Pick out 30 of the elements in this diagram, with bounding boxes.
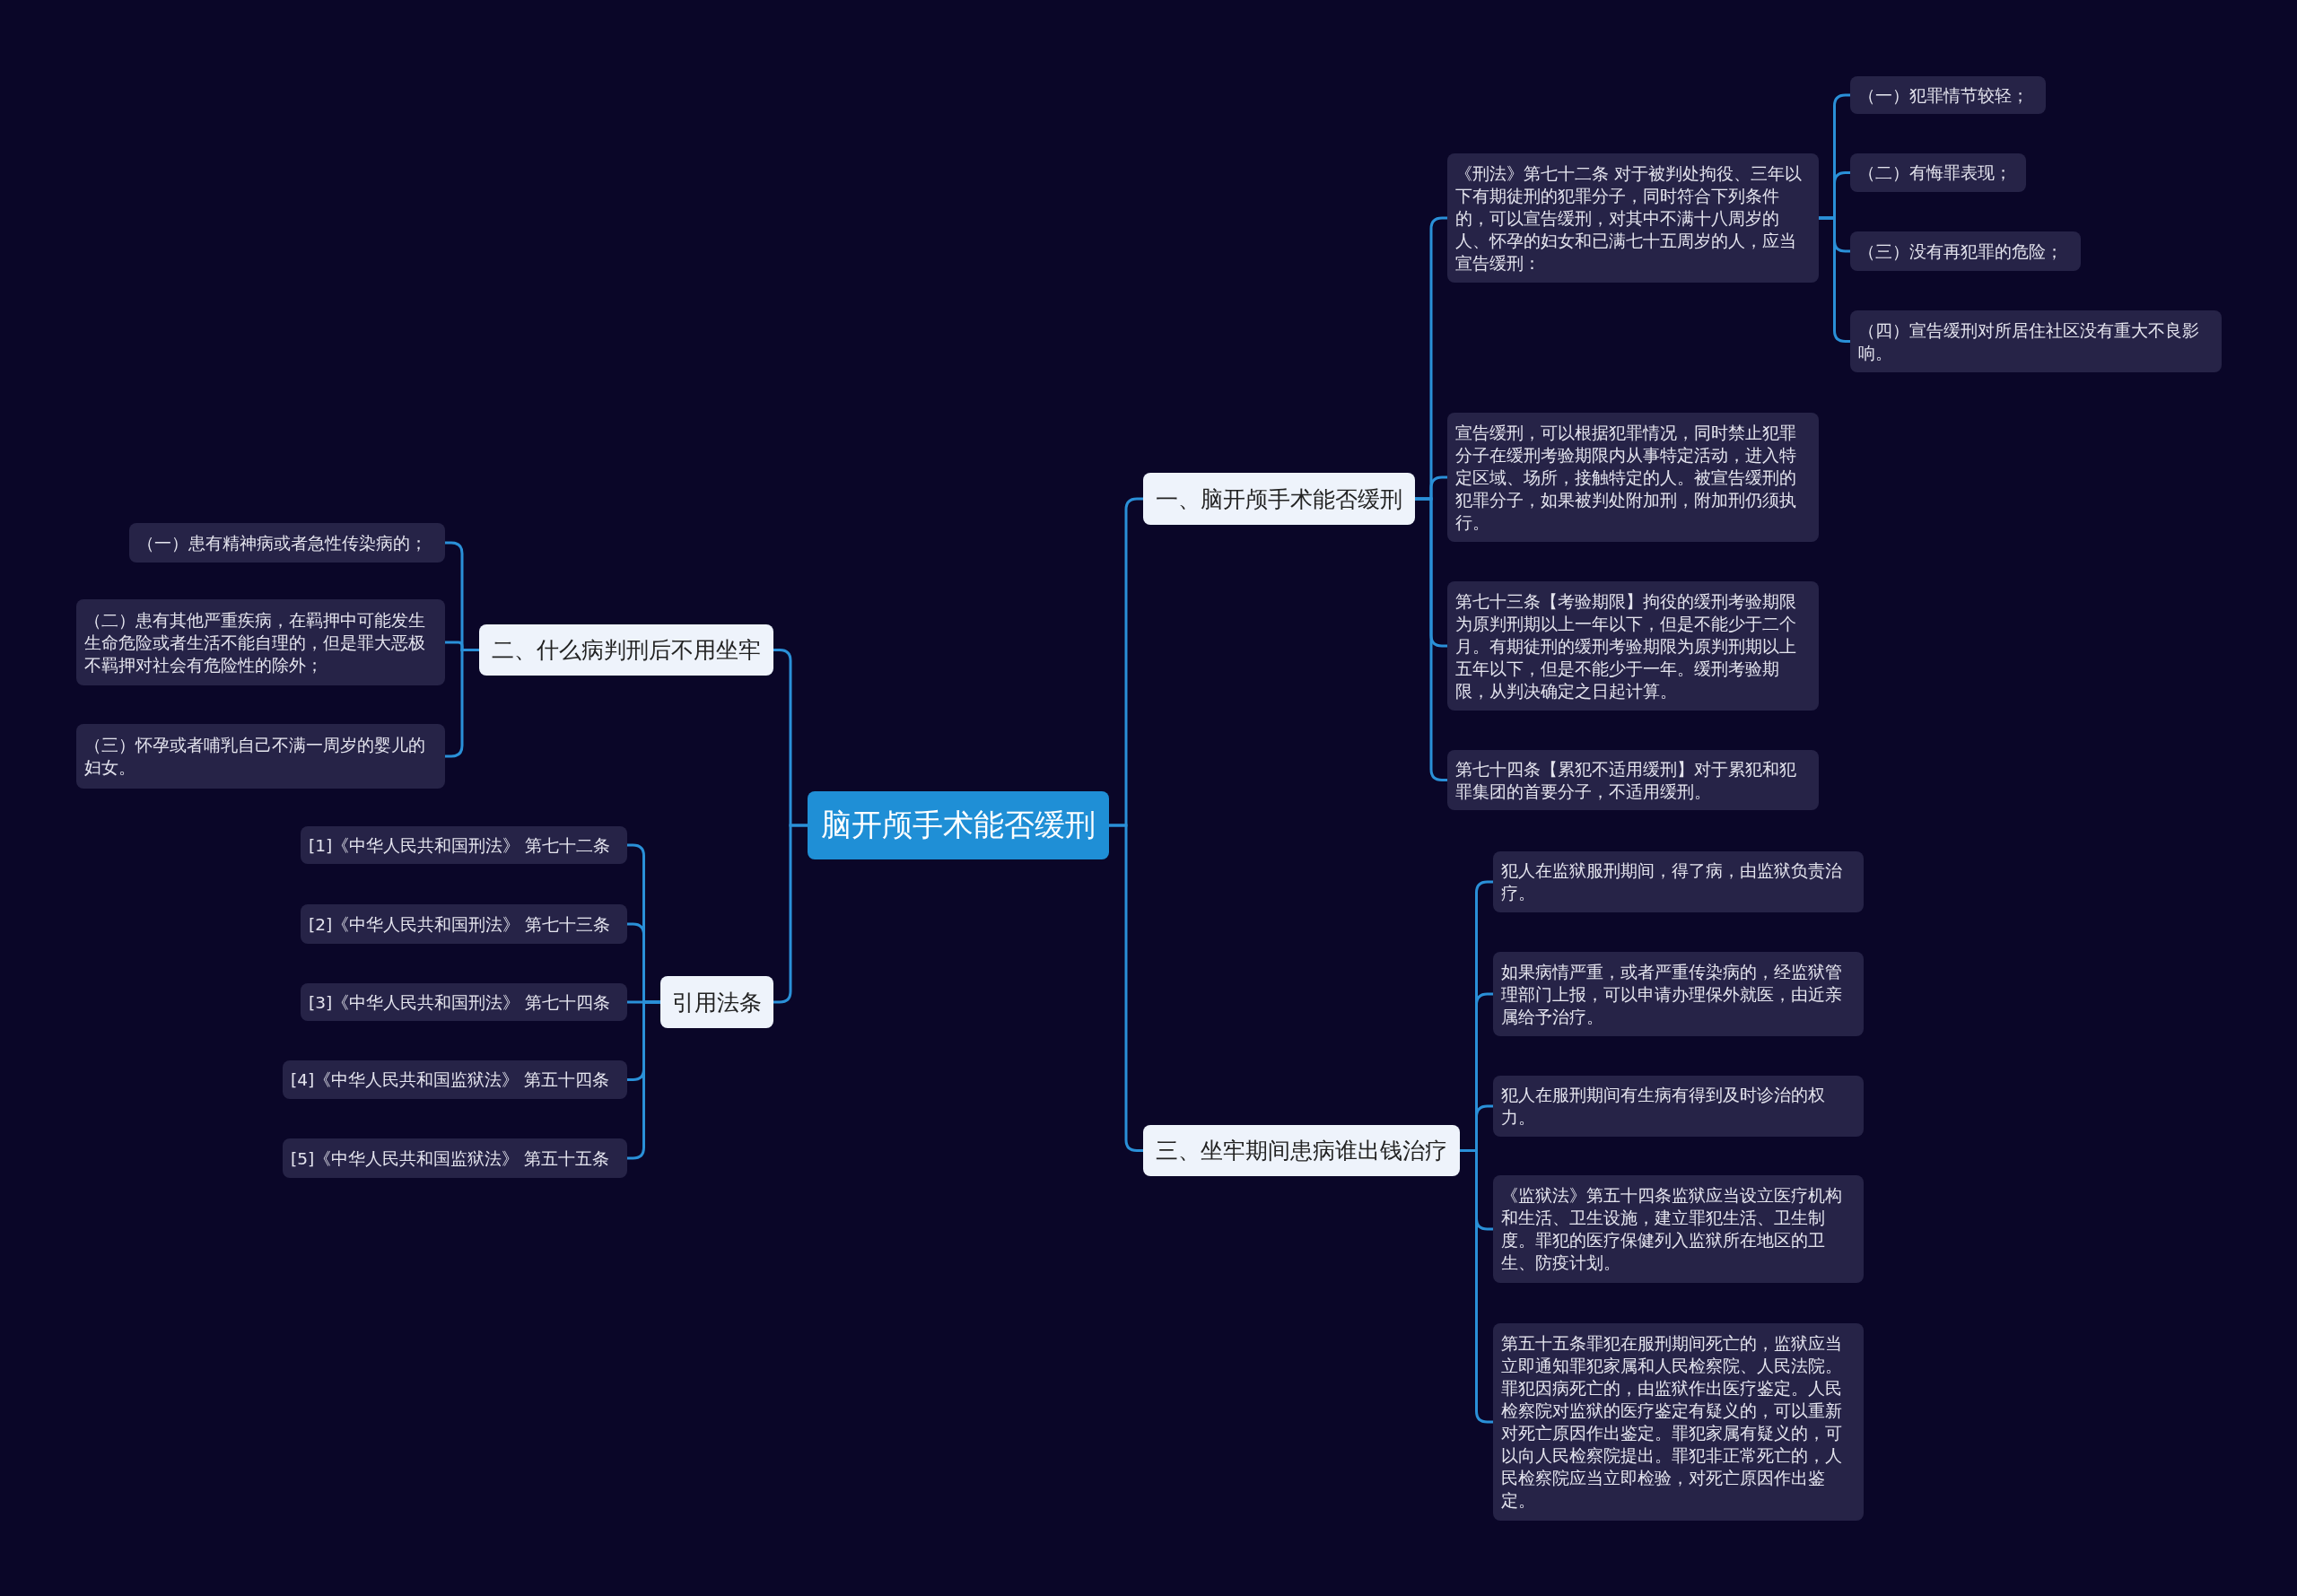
subtopic-card: （三）怀孕或者哺乳自己不满一周岁的婴儿的妇女。	[76, 724, 445, 789]
connector-line	[445, 649, 479, 758]
subtopic-card: [2]《中华人民共和国刑法》 第七十三条	[301, 904, 627, 944]
subtopic-card: 第七十四条【累犯不适用缓刑】对于累犯和犯罪集团的首要分子，不适用缓刑。	[1447, 750, 1819, 810]
subtopic-card: 第五十五条罪犯在服刑期间死亡的，监狱应当立即通知罪犯家属和人民检察院、人民法院。罪犯因病死亡的，由监狱作出医疗鉴定。人民检察院对监狱的医疗鉴定有疑义的，可以重新对死亡原因作出鉴定。罪犯家属有疑义的，可以向人民检察院提出。罪犯非正常死亡的，人民检察院应当立即检验，对死亡原因作出鉴定。	[1493, 1323, 1864, 1521]
central-topic: 脑开颅手术能否缓刑	[808, 791, 1109, 859]
subtopic-card: 第七十三条【考验期限】拘役的缓刑考验期限为原判刑期以上一年以下，但是不能少于二个月。有期徒刑的缓刑考验期限为原判刑期以上五年以下，但是不能少于一年。缓刑考验期限，从判决确定之日起计算。	[1447, 581, 1819, 711]
subtopic-card: 犯人在服刑期间有生病有得到及时诊治的权力。	[1493, 1076, 1864, 1137]
subtopic-card: 《监狱法》第五十四条监狱应当设立医疗机构和生活、卫生设施，建立罪犯生活、卫生制度。罪犯的医疗保健列入监狱所在地区的卫生、防疫计划。	[1493, 1175, 1864, 1283]
subtopic-card: （一）患有精神病或者急性传染病的；	[129, 523, 445, 563]
subtopic-card: [4]《中华人民共和国监狱法》 第五十四条	[283, 1060, 627, 1099]
connector-line	[627, 1000, 660, 1160]
subtopic-card: [3]《中华人民共和国刑法》 第七十四条	[301, 983, 627, 1021]
subtopic-card: 宣告缓刑，可以根据犯罪情况，同时禁止犯罪分子在缓刑考验期限内从事特定活动，进入特定区域、场所，接触特定的人。被宣告缓刑的犯罪分子，如果被判处附加刑，附加刑仍须执行。	[1447, 413, 1819, 542]
subtopic-card: [5]《中华人民共和国监狱法》 第五十五条	[283, 1138, 627, 1178]
subtopic-card: （三）没有再犯罪的危险；	[1850, 231, 2081, 271]
subtopic-card: （二）患有其他严重疾病，在羁押中可能发生生命危险或者生活不能自理的，但是罪大恶极不羁押对社会有危险性的除外；	[76, 599, 445, 685]
connector-line	[773, 824, 808, 1004]
branch-topic: 一、脑开颅手术能否缓刑	[1143, 473, 1415, 525]
branch-topic: 引用法条	[660, 976, 773, 1028]
subtopic-card: （二）有悔罪表现；	[1850, 153, 2026, 192]
subtopic-card: [1]《中华人民共和国刑法》 第七十二条	[301, 826, 627, 864]
subtopic-card: （一）犯罪情节较轻；	[1850, 76, 2046, 114]
subtopic-card: 《刑法》第七十二条 对于被判处拘役、三年以下有期徒刑的犯罪分子，同时符合下列条件的，可以宣告缓刑，对其中不满十八周岁的人、怀孕的妇女和已满七十五周岁的人，应当宣告缓刑：	[1447, 153, 1819, 283]
subtopic-card: （四）宣告缓刑对所居住社区没有重大不良影响。	[1850, 310, 2222, 372]
branch-topic: 三、坐牢期间患病谁出钱治疗	[1143, 1125, 1460, 1176]
subtopic-card: 如果病情严重，或者严重传染病的，经监狱管理部门上报，可以申请办理保外就医，由近亲属给予治疗。	[1493, 952, 1864, 1036]
connector-line	[1460, 1149, 1493, 1424]
subtopic-card: 犯人在监狱服刑期间，得了病，由监狱负责治疗。	[1493, 851, 1864, 912]
branch-topic: 二、什么病判刑后不用坐牢	[479, 624, 773, 676]
